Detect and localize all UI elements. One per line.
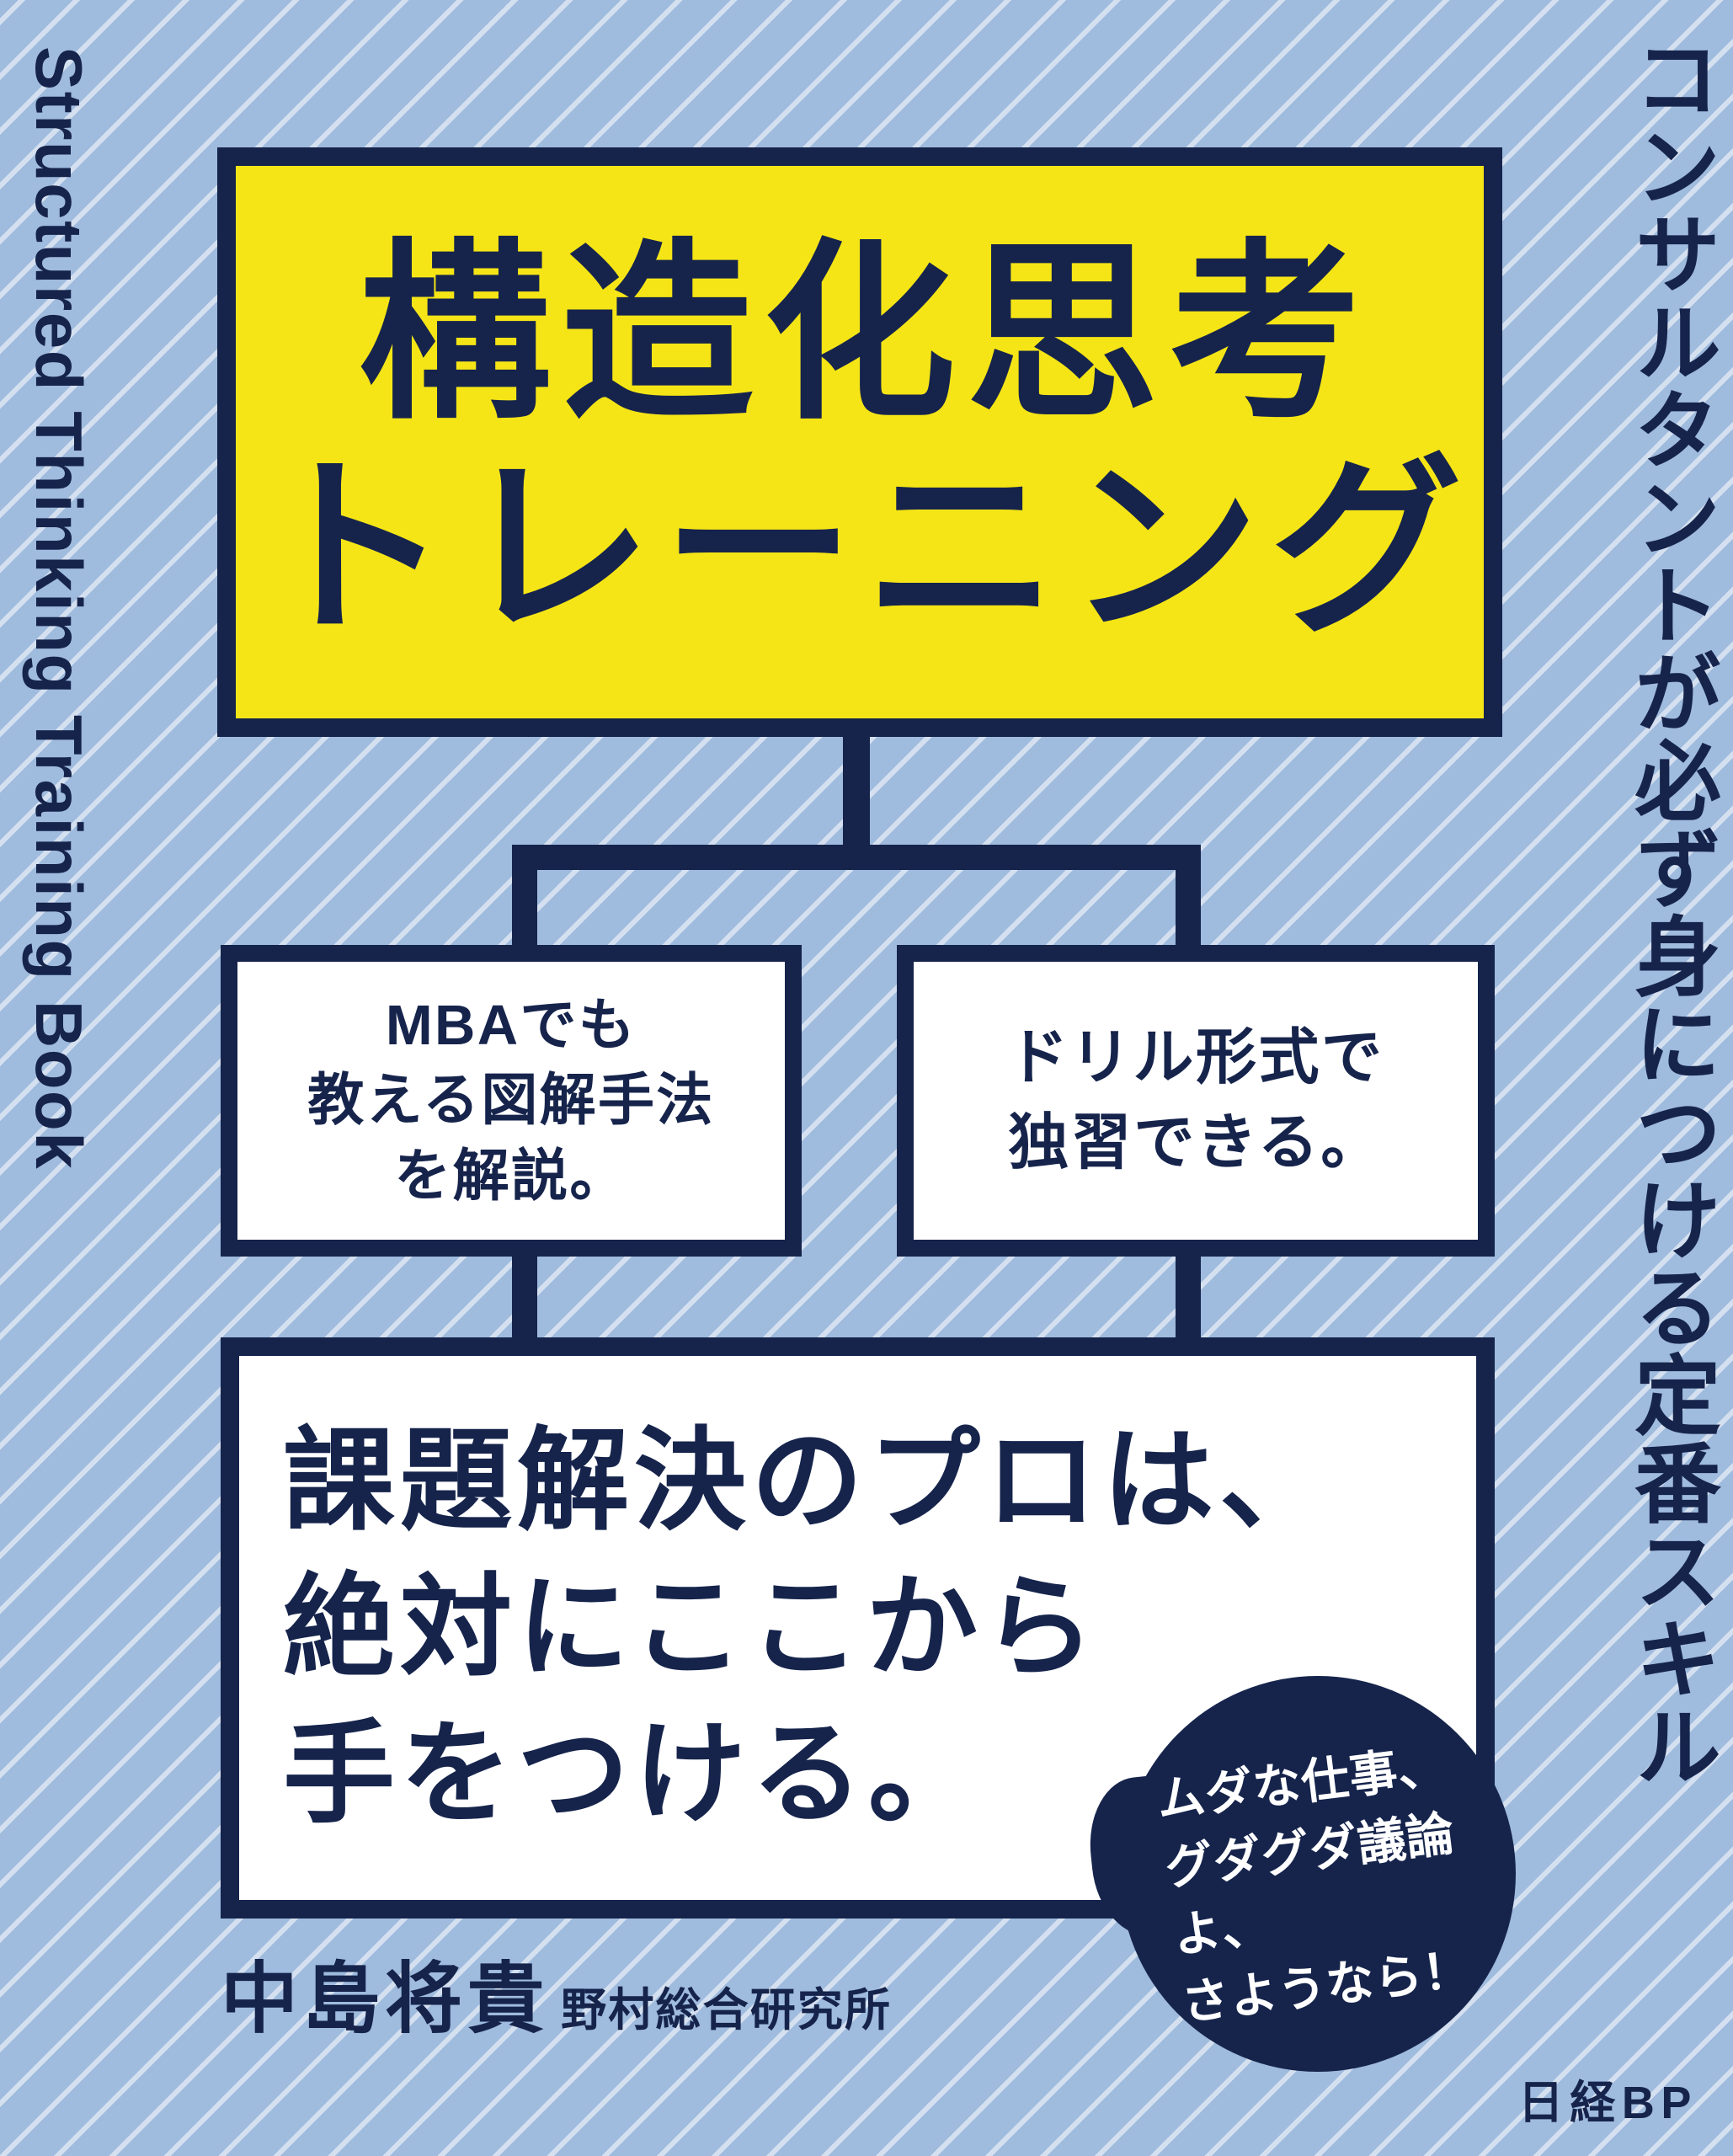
feature-right-text: ドリル形式で 独習できる。 bbox=[1007, 1024, 1384, 1177]
author-block: 中島将貴 野村総合研究所 bbox=[221, 1961, 892, 2038]
title-line-1: 構造化思考 bbox=[358, 227, 1372, 441]
feature-left-text: MBAでも 教える図解手法 を解説。 bbox=[307, 994, 715, 1208]
author-name: 中島将貴 bbox=[221, 1956, 550, 2042]
connector-right-to-main bbox=[1176, 1248, 1201, 1348]
speech-bubble: ムダな仕事、 グダグダ議論よ、 さようなら！ bbox=[1083, 1676, 1516, 2072]
title-line-2: トレーニング bbox=[257, 442, 1473, 656]
main-statement-box: 課題解決のプロは、 絶対にここから 手をつける。 bbox=[221, 1337, 1495, 1919]
author-affiliation: 野村総合研究所 bbox=[561, 1985, 893, 2036]
speech-bubble-text: ムダな仕事、 グダグダ議論よ、 さようなら！ bbox=[1154, 1738, 1474, 2031]
spine-english-subtitle: Structured Thinking Training Book bbox=[22, 46, 96, 1171]
connector-drop-right bbox=[1176, 845, 1201, 954]
main-statement-text: 課題解決のプロは、 絶対にここから 手をつける。 bbox=[283, 1418, 1336, 1838]
connector-split-bar bbox=[512, 845, 1201, 870]
feature-box-right: ドリル形式で 独習できる。 bbox=[897, 945, 1495, 1257]
connector-title-stem bbox=[843, 737, 870, 845]
title-box: 構造化思考 トレーニング bbox=[217, 147, 1502, 737]
feature-box-left: MBAでも 教える図解手法 を解説。 bbox=[221, 945, 802, 1257]
connector-drop-left bbox=[512, 845, 537, 954]
connector-left-to-main bbox=[512, 1248, 537, 1348]
publisher-logo: 日経BP bbox=[1517, 2078, 1698, 2128]
right-vertical-tagline: コンサルタントが必ず身につける定番スキル bbox=[1622, 34, 1719, 1790]
